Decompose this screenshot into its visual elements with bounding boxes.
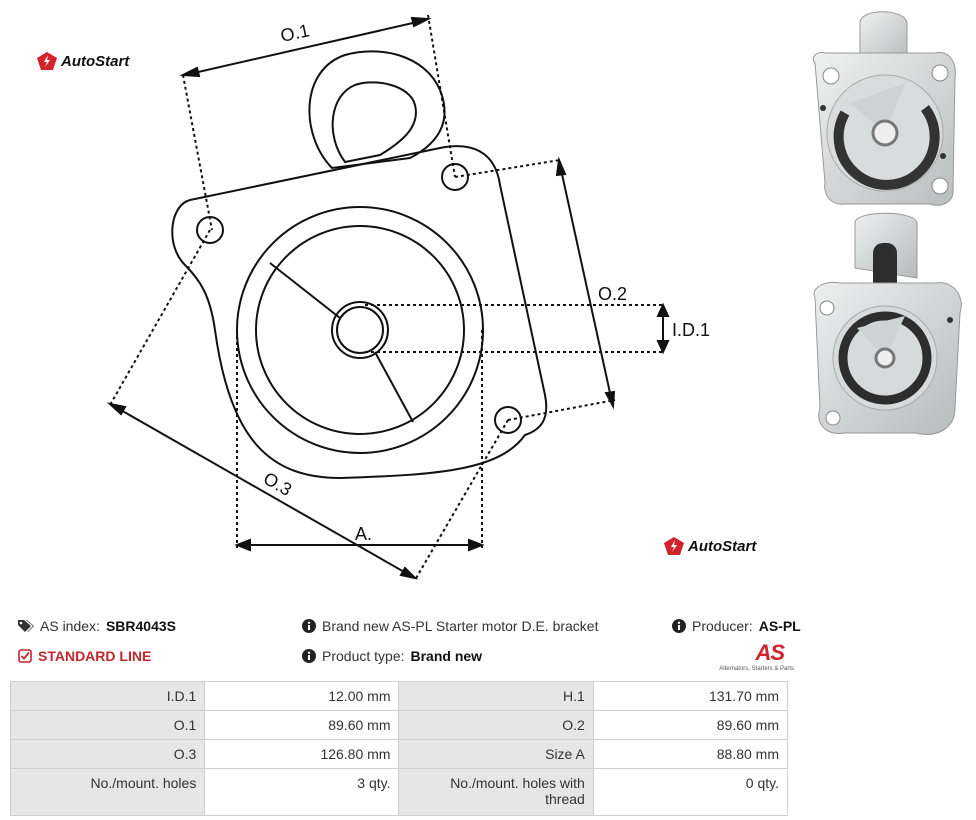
spec-label: I.D.1 [9,681,206,711]
spec-value: 88.80 mm [592,739,789,769]
bracket-outline [171,145,548,480]
as-index-value: SBR4043S [105,618,176,634]
technical-drawing: O.1 O.2 I.D.1 O.3 A. [106,14,710,581]
autostart-icon [664,537,684,555]
label-id1: I.D.1 [672,320,710,340]
spec-label: O.1 [9,710,206,740]
product-line: STANDARD LINE [18,648,151,664]
product-type-label: Product type: [322,648,405,664]
producer: Producer: AS-PL [672,618,801,634]
spec-value: 126.80 mm [204,739,400,769]
top-tab [308,50,446,170]
as-pl-logo: AS Alternators, Starters & Parts [712,640,794,672]
spec-value: 12.00 mm [204,681,400,711]
info-icon [302,649,316,663]
description-text: Brand new AS-PL Starter motor D.E. brack… [322,618,599,634]
product-type-value: Brand new [410,648,483,664]
info-icon [302,619,316,633]
spec-value: 131.70 mm [592,681,789,711]
product-description: Brand new AS-PL Starter motor D.E. brack… [302,618,599,634]
autostart-logo-text: AutoStart [61,52,130,70]
autostart-icon [37,52,57,70]
autostart-logo-top: AutoStart [37,52,129,70]
spec-label: H.1 [398,681,594,711]
as-index-label: AS index: [40,618,100,634]
spec-label: No./mount. holes with thread [398,768,594,816]
label-a: A. [355,524,372,544]
product-line-text: STANDARD LINE [38,648,152,664]
label-o3: O.3 [260,468,295,500]
top-tab-inner [331,81,417,164]
spec-value: 89.60 mm [204,710,400,740]
spec-value: 3 qty. [204,768,400,816]
spec-label: O.3 [9,739,206,769]
producer-label: Producer: [692,618,753,634]
label-o2: O.2 [598,284,627,304]
product-photo-rear [813,212,962,435]
label-o1: O.1 [279,20,312,46]
autostart-logo-bottom: AutoStart [664,537,756,555]
specifications-table: I.D.1 12.00 mm H.1 131.70 mm O.1 89.60 m… [9,681,789,816]
autostart-logo-text: AutoStart [688,537,757,555]
spec-label: No./mount. holes [9,768,206,816]
spec-value: 89.60 mm [592,710,789,740]
spec-value: 0 qty. [592,768,789,816]
producer-value: AS-PL [758,618,801,634]
as-pl-logo-mark: AS [755,640,785,665]
spec-label: Size A [398,739,594,769]
center-hole [331,301,389,359]
spec-label: O.2 [398,710,594,740]
product-type: Product type: Brand new [302,648,482,664]
outer-bore [236,206,484,454]
mount-hole-top [441,163,469,191]
inner-bore [255,225,465,435]
web-cut [269,262,414,423]
info-icon [672,619,686,633]
as-pl-logo-tagline: Alternators, Starters & Parts [719,666,794,672]
product-photo-front [812,11,956,206]
table-row: No./mount. holes 3 qty. No./mount. holes… [9,768,789,816]
check-square-icon [18,649,32,663]
table-row: O.3 126.80 mm Size A 88.80 mm [9,739,789,769]
as-index: AS index: SBR4043S [18,618,176,634]
table-row: I.D.1 12.00 mm H.1 131.70 mm [9,681,789,711]
tags-icon [18,620,34,632]
mount-hole-bottom [494,406,522,434]
table-row: O.1 89.60 mm O.2 89.60 mm [9,710,789,740]
center-hole-inner [336,306,384,354]
